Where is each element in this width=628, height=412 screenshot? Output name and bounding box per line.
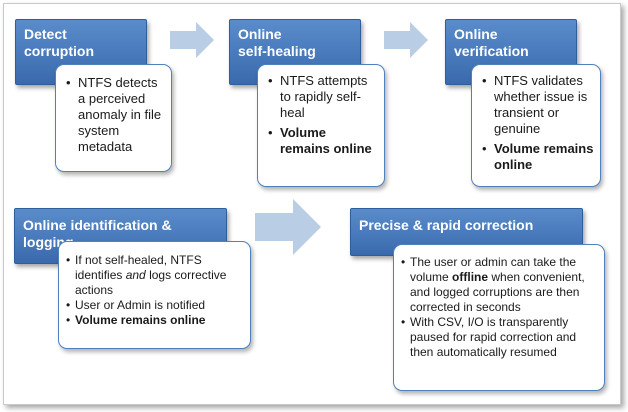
step1-bullet-1: NTFS detects a perceived anomaly in file… [64, 75, 165, 155]
step4-card: If not self-healed, NTFS identifies and … [58, 241, 251, 349]
step2-bullet-1: NTFS attempts to rapidly self-heal [266, 73, 378, 121]
step5-bullet-2: With CSV, I/O is transparently paused fo… [400, 315, 598, 360]
step5-card: The user or admin can take the volume of… [393, 244, 605, 391]
arrow-step4-to-step5 [255, 199, 321, 255]
arrow-step1-to-step2 [170, 22, 214, 58]
step3-title-line2: verification [454, 43, 529, 59]
arrow-step2-to-step3 [384, 22, 428, 58]
step5-title: Precise & rapid correction [359, 217, 534, 233]
step3-card: NTFS validates whether issue is transien… [471, 64, 601, 187]
step2-card: NTFS attempts to rapidly self-heal Volum… [257, 64, 385, 187]
step3-title-line1: Online [454, 26, 498, 42]
step4-bullet-1: If not self-healed, NTFS identifies and … [65, 253, 244, 298]
step1-title-line2: corruption [24, 43, 94, 59]
step4-bullet-3: Volume remains online [65, 313, 244, 328]
step1-card: NTFS detects a perceived anomaly in file… [55, 64, 172, 172]
step3-bullet-1: NTFS validates whether issue is transien… [480, 73, 594, 137]
step1-title-line1: Detect [24, 26, 67, 42]
step5-bullet-1: The user or admin can take the volume of… [400, 255, 598, 315]
step4-bullet-2: User or Admin is notified [65, 298, 244, 313]
step2-title-line2: self-healing [238, 43, 316, 59]
step2-bullet-2: Volume remains online [266, 125, 378, 157]
step3-bullet-2: Volume remains online [480, 141, 594, 173]
step2-title-line1: Online [238, 26, 282, 42]
